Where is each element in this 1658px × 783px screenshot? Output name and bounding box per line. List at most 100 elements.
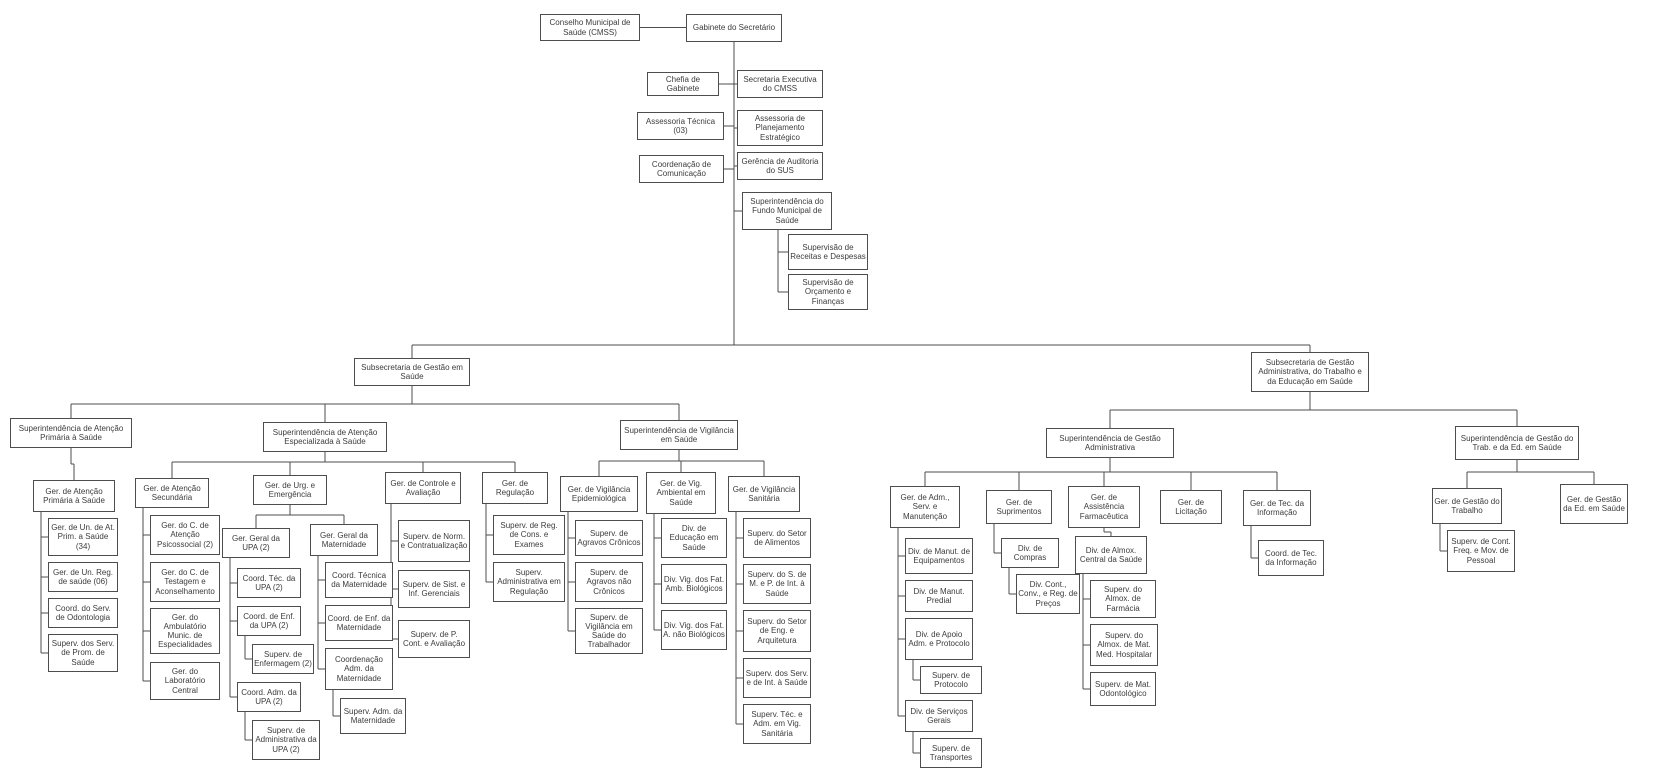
org-node-ger-geral-maternidade: Ger. Geral da Maternidade (310, 524, 378, 556)
org-node-label: Secretaria Executiva do CMSS (743, 74, 817, 93)
org-node-label: Ger. de Gestão da Ed. em Saúde (1563, 494, 1625, 513)
org-node-sup-atencao-primaria: Superintendência de Atenção Primária à S… (10, 418, 132, 448)
org-node-cmss: Conselho Municipal de Saúde (CMSS) (540, 14, 640, 41)
org-node-superv-setor-eng-arquitetura: Superv. do Setor de Eng. e Arquitetura (743, 610, 811, 652)
org-node-gabinete: Gabinete do Secretário (686, 14, 782, 42)
org-node-label: Superv. de Transportes (929, 743, 973, 762)
org-node-label: Superintendência de Atenção Primária à S… (18, 423, 124, 442)
org-node-label: Superintendência de Vigilância em Saúde (624, 425, 734, 444)
org-node-ger-licitacao: Ger. de Licitação (1160, 490, 1222, 524)
org-node-superv-vig-saude-trabalhador: Superv. de Vigilância em Saúde do Trabal… (575, 608, 643, 654)
org-node-ger-geral-upa: Ger. Geral da UPA (2) (222, 528, 290, 558)
org-node-supervisao-orcamento-financas: Supervisão de Orçamento e Finanças (788, 274, 868, 310)
org-node-label: Ger. de Un. de At. Prim. a Saúde (34) (51, 523, 115, 551)
org-node-label: Div. de Apoio Adm. e Protocolo (908, 629, 970, 648)
org-node-ger-adm-serv-manutencao: Ger. de Adm., Serv. e Manutenção (890, 486, 960, 528)
org-node-label: Superv. de P. Cont. e Avaliação (402, 629, 466, 648)
org-node-label: Div. Vig. dos Fat. A. não Biológicos (663, 620, 725, 639)
org-node-chefia-gabinete: Chefia de Gabinete (647, 72, 719, 96)
org-node-label: Superintendência de Gestão do Trab. e da… (1460, 433, 1574, 452)
org-node-sup-gestao-administrativa: Superintendência de Gestão Administrativ… (1046, 428, 1174, 458)
org-node-label: Ger. de Atenção Primária à Saúde (43, 486, 105, 505)
org-node-div-manut-equipamentos: Div. de Manut. de Equipamentos (905, 538, 973, 574)
org-node-label: Assessoria de Planejamento Estratégico (754, 114, 806, 142)
org-node-div-educacao-saude: Div. de Educação em Saúde (661, 518, 727, 558)
org-node-label: Coordenação Adm. da Maternidade (334, 655, 384, 683)
org-node-label: Superintendência de Gestão Administrativ… (1059, 433, 1161, 452)
org-node-superv-sist-inf-gerenciais: Superv. de Sist. e Inf. Gerenciais (398, 570, 470, 608)
org-node-superv-agravos-nao-cronicos: Superv. de Agravos não Crônicos (575, 562, 643, 602)
org-node-label: Superv. de Enfermagem (2) (254, 649, 312, 668)
org-node-label: Ger. de Gestão do Trabalho (1434, 496, 1500, 515)
org-node-label: Div. de Compras (1013, 543, 1047, 562)
org-node-div-vig-fat-a-nao-biologicos: Div. Vig. dos Fat. A. não Biológicos (661, 610, 727, 650)
org-node-ger-ambulatorio-munic: Ger. do Ambulatório Munic. de Especialid… (150, 608, 220, 654)
org-node-label: Superintendência do Fundo Municipal de S… (750, 197, 824, 225)
org-node-superv-adm-maternidade: Superv. Adm. da Maternidade (340, 698, 406, 734)
org-node-ger-c-testagem: Ger. do C. de Testagem e Aconselhamento (150, 562, 220, 602)
org-node-superv-norm-contratualizacao: Superv. de Norm. e Contratualização (398, 520, 470, 562)
org-node-secretaria-executiva-cmss: Secretaria Executiva do CMSS (737, 70, 823, 98)
org-node-coordenacao-adm-maternidade: Coordenação Adm. da Maternidade (325, 648, 393, 690)
org-node-coord-adm-upa: Coord. Adm. da UPA (2) (237, 682, 301, 712)
org-node-superv-mat-odontologico: Superv. de Mat. Odontológico (1090, 672, 1156, 706)
org-node-label: Ger. do C. de Testagem e Aconselhamento (155, 568, 215, 596)
org-node-label: Div. de Manut. Predial (913, 586, 965, 605)
org-node-div-compras: Div. de Compras (1001, 538, 1059, 568)
org-node-label: Ger. do Laboratório Central (164, 667, 206, 695)
org-node-supervisao-receitas-despesas: Supervisão de Receitas e Despesas (788, 234, 868, 270)
org-node-label: Superv. de Protocolo (931, 670, 971, 689)
org-node-label: Coordenação de Comunicação (651, 159, 712, 178)
org-node-ger-tec-informacao: Ger. de Tec. da Informação (1243, 490, 1311, 526)
org-node-ger-un-reg-saude: Ger. de Un. Reg. de saúde (06) (48, 562, 118, 592)
org-node-label: Supervisão de Orçamento e Finanças (802, 278, 854, 306)
org-node-ger-vig-ambiental: Ger. de Vig. Ambiental em Saúde (646, 472, 716, 514)
org-node-ger-urg-emergencia: Ger. de Urg. e Emergência (253, 475, 327, 505)
org-node-label: Subsecretaria de Gestão em Saúde (361, 362, 463, 381)
org-node-label: Ger. Geral da Maternidade (319, 530, 369, 549)
org-node-label: Ger. de Un. Reg. de saúde (06) (52, 567, 114, 586)
org-node-superv-serv-prom-saude: Superv. dos Serv. de Prom. de Saúde (48, 634, 118, 672)
org-node-label: Superv. de Mat. Odontológico (1095, 679, 1151, 698)
org-node-div-servicos-gerais: Div. de Serviços Gerais (905, 700, 973, 732)
org-node-label: Superv. de Cont. Freq. e Mov. de Pessoal (1451, 537, 1511, 565)
org-node-label: Superv. Téc. e Adm. em Vig. Sanitária (751, 710, 803, 738)
org-node-label: Coord. Adm. da UPA (2) (241, 687, 297, 706)
org-node-div-manut-predial: Div. de Manut. Predial (905, 580, 973, 612)
org-node-label: Superv. do Setor de Alimentos (747, 528, 807, 547)
org-node-coord-enf-upa: Coord. de Enf. da UPA (2) (237, 606, 301, 636)
org-node-ger-vigilancia-sanitaria: Ger. de Vigilância Sanitária (728, 476, 800, 512)
org-node-label: Ger. de Urg. e Emergência (264, 480, 316, 499)
org-node-label: Superv. de Norm. e Contratualização (400, 531, 468, 550)
org-node-label: Ger. de Licitação (1175, 497, 1207, 516)
org-node-label: Ger. do C. de Atenção Psicossocial (2) (156, 521, 213, 549)
org-node-label: Ger. de Suprimentos (996, 497, 1042, 516)
org-node-label: Superv. de Vigilância em Saúde do Trabal… (585, 612, 633, 650)
org-node-assessoria-tecnica: Assessoria Técnica (03) (637, 112, 724, 140)
org-node-coord-serv-odontologia: Coord. do Serv. de Odontologia (48, 598, 118, 628)
org-node-label: Ger. do Ambulatório Munic. de Especialid… (158, 612, 212, 650)
org-node-label: Coord. de Tec. da Informação (1265, 548, 1317, 567)
org-node-ger-vigilancia-epidemiologica: Ger. de Vigilância Epidemiológica (560, 476, 638, 512)
org-node-div-vig-fat-amb-biologicos: Div. Vig. dos Fat. Amb. Biológicos (661, 564, 727, 604)
org-node-coordenacao-comunicacao: Coordenação de Comunicação (639, 155, 724, 183)
org-node-superv-setor-alimentos: Superv. do Setor de Alimentos (743, 518, 811, 558)
org-node-gerencia-auditoria-sus: Gerência de Auditoria do SUS (737, 152, 823, 180)
org-node-superv-administrativa-upa: Superv. de Administrativa da UPA (2) (252, 720, 320, 760)
org-node-label: Ger. de Tec. da Informação (1249, 498, 1305, 517)
org-node-label: Superv. de Administrativa da UPA (2) (255, 726, 317, 754)
org-node-label: Superv. do S. de M. e P. de Int. à Saúde (747, 570, 807, 598)
org-node-label: Conselho Municipal de Saúde (CMSS) (549, 18, 631, 37)
org-node-superv-p-cont-avaliacao: Superv. de P. Cont. e Avaliação (398, 620, 470, 658)
org-node-coord-tecnica-maternidade: Coord. Técnica da Maternidade (325, 562, 393, 598)
org-node-assessoria-planejamento: Assessoria de Planejamento Estratégico (737, 110, 823, 146)
org-node-ger-suprimentos: Ger. de Suprimentos (986, 490, 1052, 524)
org-node-label: Supervisão de Receitas e Despesas (790, 242, 866, 261)
org-node-label: Superv. do Setor de Eng. e Arquitetura (747, 617, 807, 645)
org-node-label: Superv. de Sist. e Inf. Gerenciais (402, 579, 466, 598)
org-node-sup-fundo-municipal: Superintendência do Fundo Municipal de S… (742, 192, 832, 230)
org-node-coord-enf-maternidade: Coord. de Enf. da Maternidade (325, 605, 393, 641)
org-node-sup-vigilancia-saude: Superintendência de Vigilância em Saúde (620, 420, 738, 450)
org-node-ger-un-at-prim: Ger. de Un. de At. Prim. a Saúde (34) (48, 518, 118, 556)
